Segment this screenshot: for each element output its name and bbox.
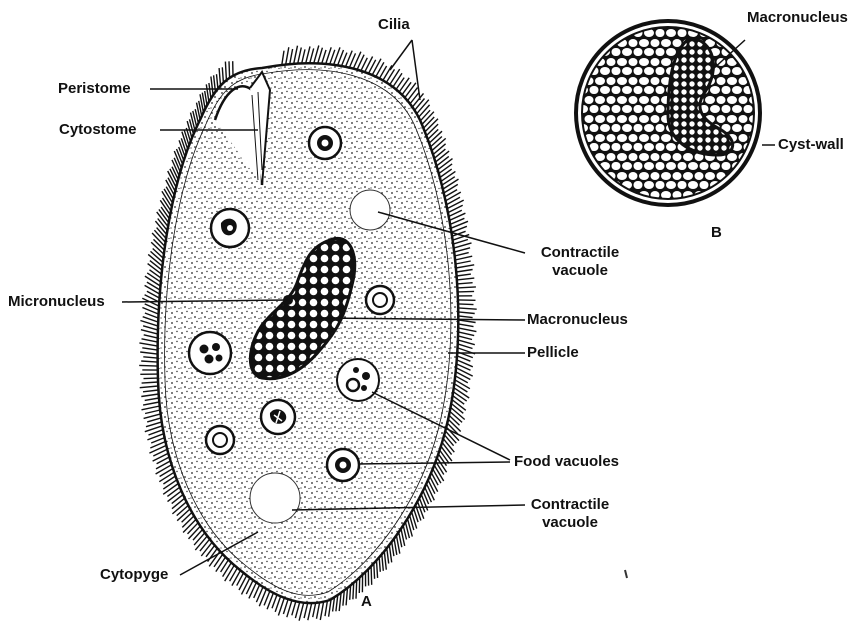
paramecium-cell	[139, 46, 477, 621]
stray-mark	[625, 570, 627, 578]
cyst	[576, 21, 760, 205]
food-vacuole	[337, 359, 379, 401]
food-vacuole	[211, 209, 249, 247]
label-cilia: Cilia	[378, 16, 410, 34]
label-line: Contractile	[541, 244, 619, 261]
label-cyst-macronucleus: Macronucleus	[747, 9, 848, 27]
food-vacuole	[261, 400, 295, 434]
label-cytostome: Cytostome	[59, 121, 137, 139]
food-vacuole	[189, 332, 231, 374]
contractile-vacuole-top	[350, 190, 390, 230]
label-line: vacuole	[552, 262, 608, 279]
label-micronucleus: Micronucleus	[8, 293, 105, 311]
label-line: vacuole	[542, 514, 598, 531]
label-contractile-vacuole-top: Contractile vacuole	[525, 244, 635, 280]
contractile-vacuole-bottom	[250, 473, 300, 523]
label-pellicle: Pellicle	[527, 344, 579, 362]
label-macronucleus: Macronucleus	[527, 311, 628, 329]
figure-letter-a: A	[361, 593, 372, 611]
label-food-vacuoles: Food vacuoles	[514, 453, 619, 471]
label-cytopyge: Cytopyge	[100, 566, 168, 584]
figure-letter-b: B	[711, 224, 722, 242]
food-vacuole	[206, 426, 234, 454]
label-contractile-vacuole-bottom: Contractile vacuole	[515, 496, 625, 532]
label-peristome: Peristome	[58, 80, 131, 98]
food-vacuole	[309, 127, 341, 159]
label-line: Contractile	[531, 496, 609, 513]
food-vacuole	[327, 449, 359, 481]
food-vacuole	[366, 286, 394, 314]
label-cyst-wall: Cyst-wall	[778, 136, 844, 154]
